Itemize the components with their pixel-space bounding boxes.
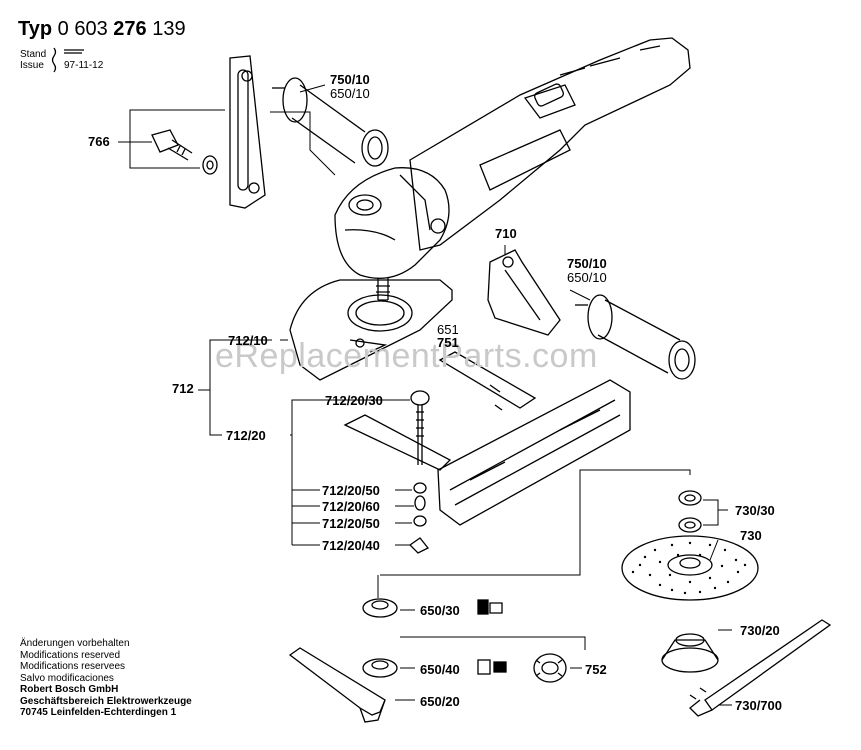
callout-730: 730 <box>740 528 762 543</box>
callout-730-700: 730/700 <box>735 698 782 713</box>
callout-712-20-60: 712/20/60 <box>322 499 380 514</box>
disc-dots <box>631 541 747 595</box>
footer-notice: Änderungen vorbehalten Modifications res… <box>20 638 192 719</box>
gear-head <box>334 167 450 279</box>
flange-nut-650-30 <box>362 598 398 618</box>
part-bold: 276 <box>113 18 147 40</box>
callout-712: 712 <box>172 381 194 396</box>
callout-750-10-right: 750/10 <box>567 256 607 271</box>
screw-766 <box>151 129 193 161</box>
footer-line-fr: Modifications reservees <box>20 661 126 672</box>
callout-650-40: 650/40 <box>420 662 460 677</box>
callout-650-10-left: 650/10 <box>330 86 370 101</box>
bracket-710 <box>487 249 561 336</box>
callout-712-20: 712/20 <box>226 428 266 443</box>
callout-750-10-left: 750/10 <box>330 72 370 87</box>
callout-650-20: 650/20 <box>420 694 460 709</box>
guide-screw <box>410 390 430 465</box>
callout-710: 710 <box>495 226 517 241</box>
issue-date: 97-11-12 <box>64 60 104 71</box>
type-number: Typ 0 603 276 139 <box>18 18 186 41</box>
disc-washers <box>678 490 702 533</box>
stand-strike-mark <box>64 49 84 54</box>
spindle <box>376 278 390 301</box>
callout-712-10: 712/10 <box>228 333 268 348</box>
typ-label: Typ <box>18 18 53 40</box>
wrench-left <box>288 647 386 723</box>
callout-651: 651 <box>437 322 459 337</box>
callout-650-10-right: 650/10 <box>567 270 607 285</box>
callout-650-30: 650/30 <box>420 603 460 618</box>
callout-712-20-50-a: 712/20/50 <box>322 483 380 498</box>
backing-disc <box>621 535 759 601</box>
callout-766: 766 <box>88 134 110 149</box>
side-handle-left <box>272 77 389 167</box>
part-suffix: 139 <box>152 18 186 40</box>
grinder-body <box>409 37 691 251</box>
quick-nut-752 <box>533 653 567 683</box>
callout-730-20: 730/20 <box>740 623 780 638</box>
profile-symbols <box>477 599 507 675</box>
callout-751: 751 <box>437 335 459 350</box>
flange-730-20 <box>661 633 719 673</box>
footer-division: Geschäftsbereich Elektrowerkzeuge <box>20 695 192 707</box>
side-handle-right <box>575 294 696 380</box>
callout-712-20-50-b: 712/20/50 <box>322 516 380 531</box>
callout-712-20-30: 712/20/30 <box>325 393 383 408</box>
washer-766 <box>202 155 218 175</box>
leader-lines <box>118 84 732 706</box>
flange-nut-650-40 <box>362 658 398 678</box>
callout-730-30: 730/30 <box>735 503 775 518</box>
guide-small-parts <box>408 482 430 554</box>
handle-bracket <box>229 55 266 209</box>
stand-label: Stand <box>20 49 47 60</box>
callout-712-20-40: 712/20/40 <box>322 538 380 553</box>
part-prefix: 0 603 <box>57 18 108 40</box>
wrench-right <box>689 619 832 717</box>
callout-752: 752 <box>585 662 607 677</box>
footer-company: Robert Bosch GmbH <box>20 684 119 695</box>
footer-line-es: Salvo modificaciones <box>20 672 114 684</box>
watermark: eReplacementParts.com <box>215 337 598 375</box>
footer-line-de: Änderungen vorbehalten <box>20 638 130 649</box>
wheel-guard <box>289 279 453 381</box>
issue-label: Issue <box>20 60 44 71</box>
cutting-guide <box>343 351 631 526</box>
footer-address: 70745 Leinfelden-Echterdingen 1 <box>20 707 177 718</box>
footer-line-en: Modifications reserved <box>20 649 121 661</box>
issue-brace-mark <box>51 47 57 73</box>
